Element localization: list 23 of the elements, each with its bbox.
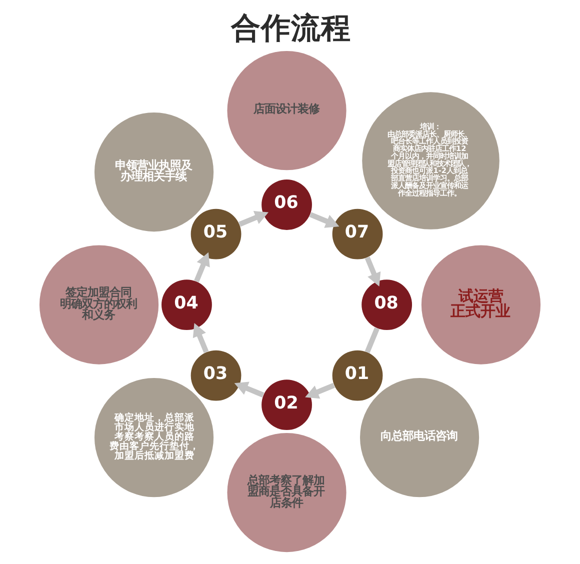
node-circle: 03 (190, 350, 242, 401)
arrow (309, 212, 340, 228)
node-circle: 试运营 正式开业 (421, 245, 541, 364)
arrow (238, 210, 268, 227)
arrow (305, 382, 335, 399)
arrow (234, 382, 264, 398)
node-circle: 确定地址，总部派市场人员进行实地考察考察人员的路费由客户先行垫付，加盟后抵减加盟费 (94, 378, 214, 498)
arrow (192, 323, 209, 353)
node-circle: 06 (262, 180, 312, 230)
node-circle: 07 (332, 208, 383, 260)
node-circle: 总部考察了解加盟商是否具备开店条件 (227, 433, 346, 552)
diagram-title: 合作流程 (230, 10, 351, 46)
node-circle: 08 (362, 280, 412, 330)
node-circle: 05 (190, 208, 242, 260)
node-circle: 02 (262, 380, 312, 430)
node-circle: 01 (332, 350, 383, 401)
node-circle: 04 (162, 280, 212, 330)
connector (364, 327, 380, 354)
arrow (364, 256, 381, 287)
node-circle: 向总部电话咨询 (360, 378, 480, 498)
node-circle: 签定加盟合同 明确双方的权利和义务 (39, 245, 159, 364)
arrow (194, 252, 210, 282)
node-circle: 店面设计装修 (227, 51, 346, 170)
